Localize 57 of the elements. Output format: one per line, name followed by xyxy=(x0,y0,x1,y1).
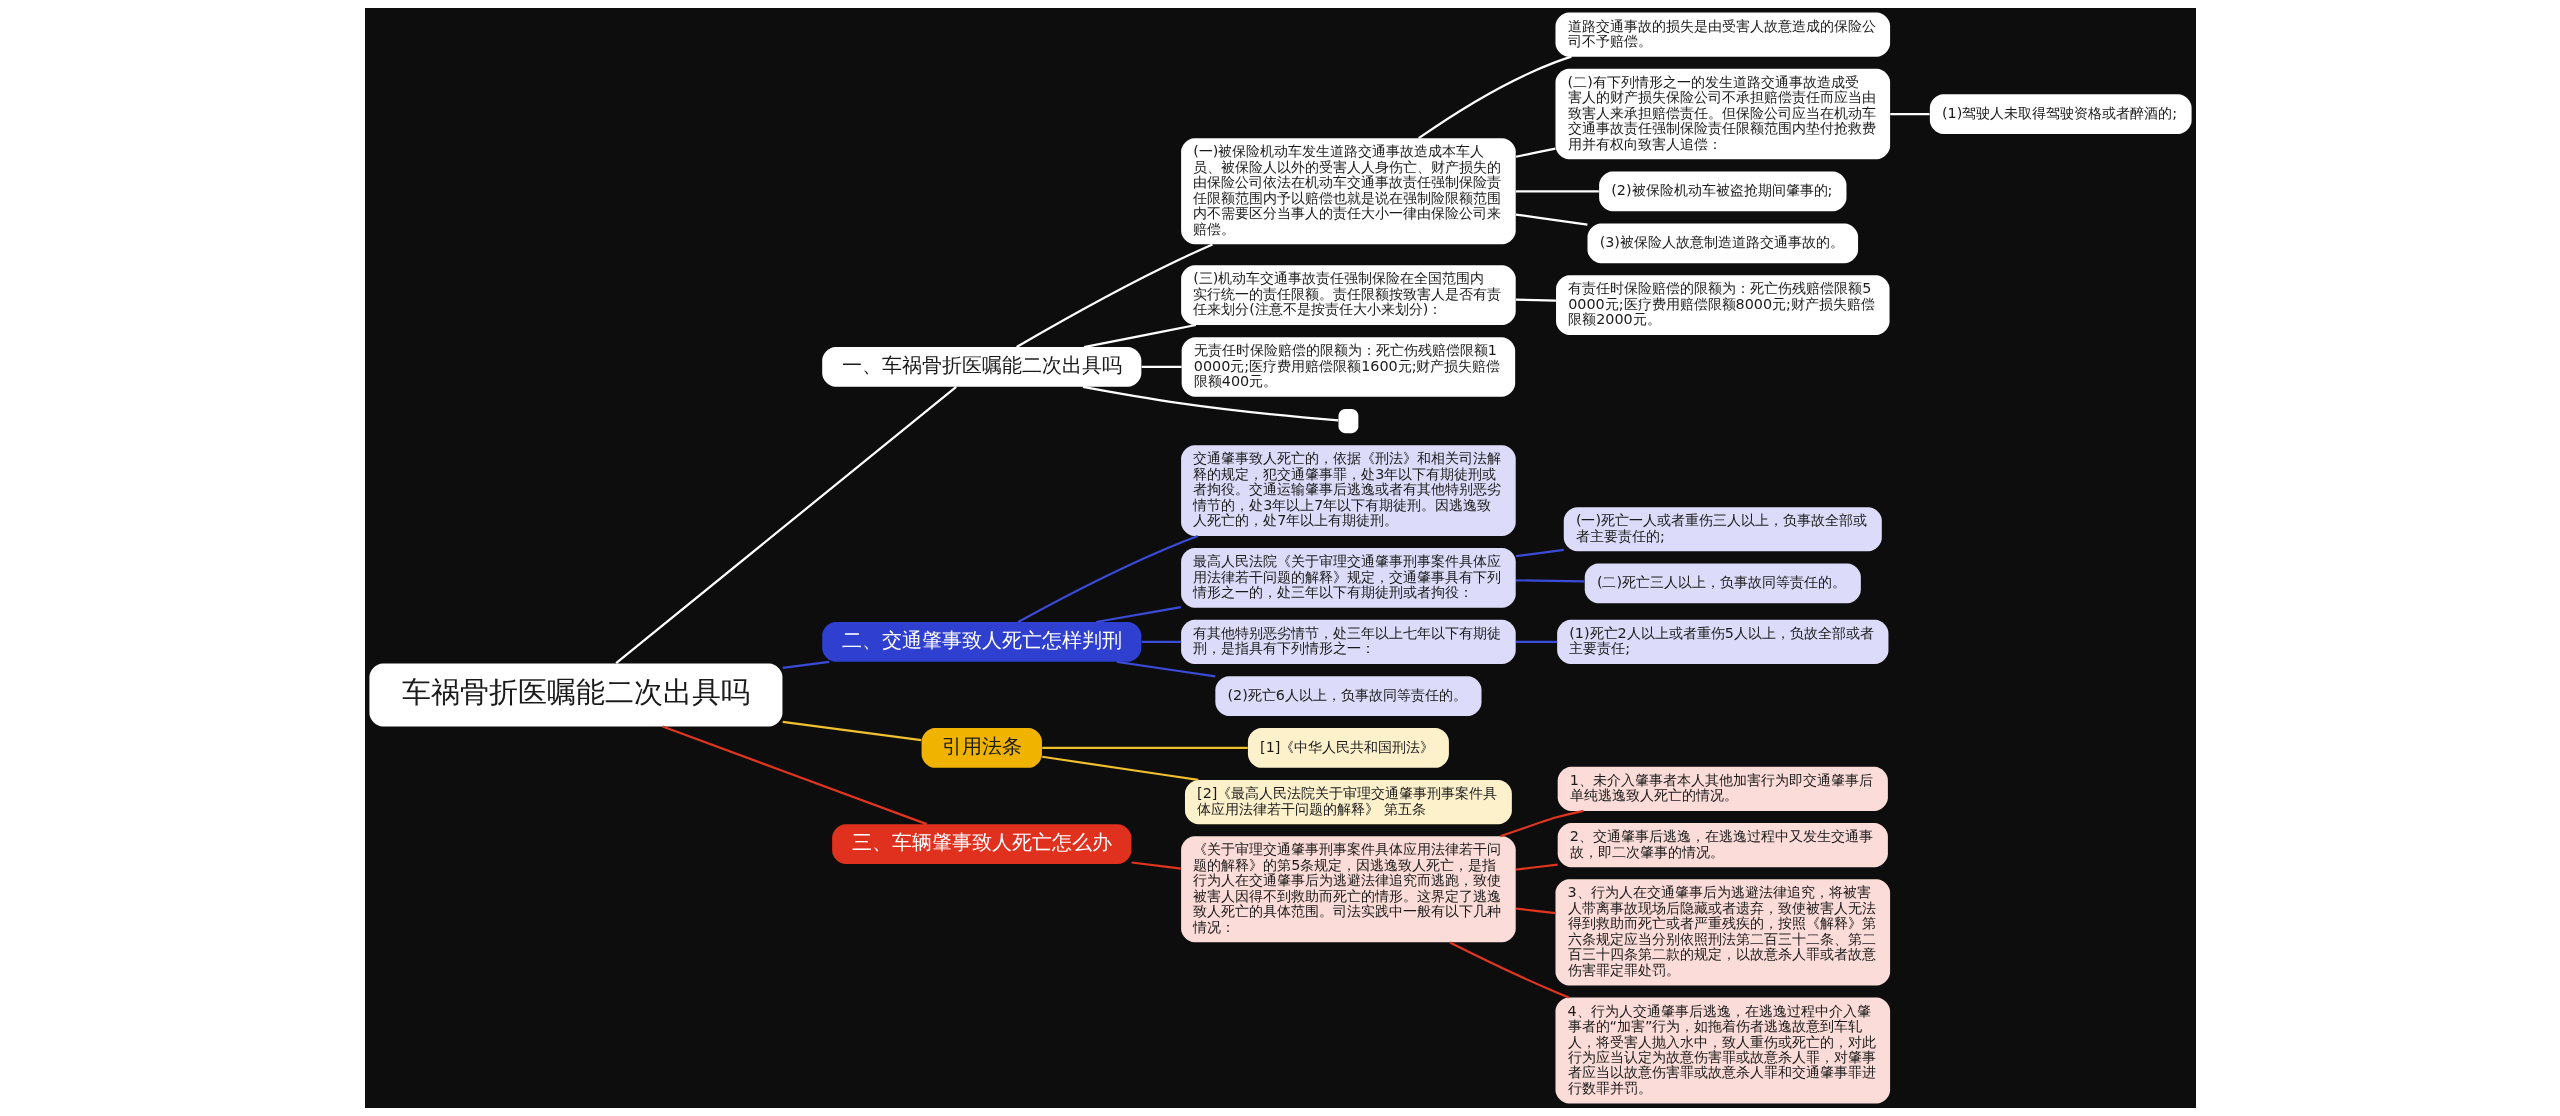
node-box: 二、交通肇事致人死亡怎样判刑 xyxy=(821,622,1141,662)
connector xyxy=(1515,213,1588,226)
node-box: 3、行为人在交通肇事后为逃避法律追究，将被害人带离事故现场后隐藏或者遗弃，致使被害人无法得到救助而死亡或者严重残疾的，按照《解释》第六条规定应当分别依照刑法第二百三十二条、第二百三十四条第二款的规定，以故意杀人罪或者故意伤害罪定罪处罚。 xyxy=(1555,879,1890,986)
connector xyxy=(1515,147,1556,158)
connector xyxy=(782,720,921,742)
node-box: (二)有下列情形之一的发生道路交通事故造成受害人的财产损失保险公司不承担赔偿责任而应当由致害人来承担赔偿责任。但保险公司应当在机动车交通事故责任强制保险责任限额范围内垫付抢救费用并有权向致害人追偿： xyxy=(1555,68,1890,160)
connector xyxy=(1082,385,1338,422)
connector xyxy=(614,386,957,665)
node-box: 交通肇事致人死亡的，依据《刑法》和相关司法解释的规定，犯交通肇事罪，处3年以下有期徒刑或者拘役。交通运输肇事后逃逸或者有其他特别恶劣情节的，处3年以上7年以下有期徒刑。因逃逸致人死亡的，处7年以上有期徒刑。 xyxy=(1180,445,1516,536)
connector xyxy=(1116,660,1215,678)
connector xyxy=(661,725,927,826)
connector xyxy=(1448,941,1569,999)
connector xyxy=(1015,243,1213,348)
connector xyxy=(1515,863,1558,871)
node-box: 车祸骨折医嘱能二次出具吗 xyxy=(368,663,782,727)
connector xyxy=(782,660,829,670)
connector xyxy=(1041,755,1198,782)
node-box: (三)机动车交通事故责任强制保险在全国范围内实行统一的责任限额。责任限额按致害人是否有责任来划分(注意不是按责任大小来划分)： xyxy=(1180,265,1516,325)
connector xyxy=(1095,606,1181,624)
node-box: (1)死亡2人以上或者重伤5人以上，负故全部或者主要责任; xyxy=(1556,619,1888,664)
node-box: 1、未介入肇事者本人其他加害行为即交通肇事后单纯逃逸致人死亡的情况。 xyxy=(1557,766,1888,811)
connector xyxy=(1499,809,1584,838)
node-box: (1)驾驶人未取得驾驶资格或者醉酒的; xyxy=(1929,94,2192,134)
node-box: (2)死亡6人以上，负事故同等责任的。 xyxy=(1214,676,1481,716)
connector xyxy=(1515,640,1557,644)
connector xyxy=(1417,55,1572,140)
node-box: 最高人民法院《关于审理交通肇事刑事案件具体应用法律若干问题的解释》规定，交通肇事具有下列情形之一的，处三年以下有期徒刑或者拘役： xyxy=(1180,548,1516,608)
node-box: 4、行为人交通肇事后逃逸，在逃逸过程中介入肇事者的“加害”行为，如拖着伤者逃逸故意到车轧人，将受害人抛入水中，致人重伤或死亡的，对此行为应当认定为故意伤害罪或故意杀人罪，对肇事者应当以故意伤害罪或故意杀人罪和交通肇事罪进行数罪并罚。 xyxy=(1555,997,1890,1104)
connector xyxy=(1889,112,1930,116)
connector xyxy=(1083,323,1196,349)
connector xyxy=(1515,907,1555,915)
node-box: (3)被保险人故意制造道路交通事故的。 xyxy=(1587,223,1858,264)
node-box xyxy=(1338,408,1358,434)
connector xyxy=(1515,190,1599,193)
node-box: 三、车辆肇事致人死亡怎么办 xyxy=(831,824,1131,864)
connector xyxy=(1141,640,1181,644)
node-box: 道路交通事故的损失是由受害人故意造成的保险公司不予赔偿。 xyxy=(1555,12,1890,57)
node-box: [1]《中华人民共和国刑法》 xyxy=(1247,728,1449,768)
node-box: 2、交通肇事后逃逸，在逃逸过程中又发生交通事故，即二次肇事的情况。 xyxy=(1557,823,1888,868)
connector xyxy=(1515,548,1564,558)
node-box: (2)被保险机动车被盗抢期间肇事的; xyxy=(1598,171,1846,212)
node-box: 有责任时保险赔偿的限额为：死亡伤残赔偿限额50000元;医疗费用赔偿限额8000元;财产损失赔偿限额2000元。 xyxy=(1555,275,1890,335)
node-box: 一、车祸骨折医嘱能二次出具吗 xyxy=(821,347,1141,387)
connector xyxy=(1141,365,1182,369)
node-box: (一)被保险机动车发生道路交通事故造成本车人员、被保险人以外的受害人人身伤亡、财产损失的由保险公司依法在机动车交通事故责任强制保险责任限额范围内予以赔偿也就是说在强制险限额范围内不需要区分当事人的责任大小一律由保险公司来赔偿。 xyxy=(1180,138,1516,245)
connector xyxy=(1041,746,1248,750)
node-box: (二)死亡三人以上，负事故同等责任的。 xyxy=(1584,563,1861,604)
node-box: [2]《最高人民法院关于审理交通肇事刑事案件具体应用法律若干问题的解释》 第五条 xyxy=(1184,779,1512,825)
node-box: 无责任时保险赔偿的限额为：死亡伤残赔偿限额10000元;医疗费用赔偿限额1600元;财产损失赔偿限额400元。 xyxy=(1181,337,1515,397)
node-box: 引用法条 xyxy=(921,728,1042,768)
node-box: (一)死亡一人或者重伤三人以上，负事故全部或者主要责任的; xyxy=(1563,507,1882,552)
connector xyxy=(1017,535,1198,623)
connector xyxy=(1131,861,1181,870)
connector xyxy=(1515,298,1556,302)
connector xyxy=(1515,579,1585,583)
node-box: 《关于审理交通肇事刑事案件具体应用法律若干问题的解释》的第5条规定，因逃逸致人死亡，是指行为人在交通肇事后为逃避法律追究而逃跑，致使被害人因得不到救助而死亡的情形。这界定了逃逸致人死亡的具体范围。司法实践中一般有以下几种情况： xyxy=(1180,836,1516,943)
node-box: 有其他特别恶劣情节，处三年以上七年以下有期徒刑，是指具有下列情形之一： xyxy=(1180,619,1516,664)
